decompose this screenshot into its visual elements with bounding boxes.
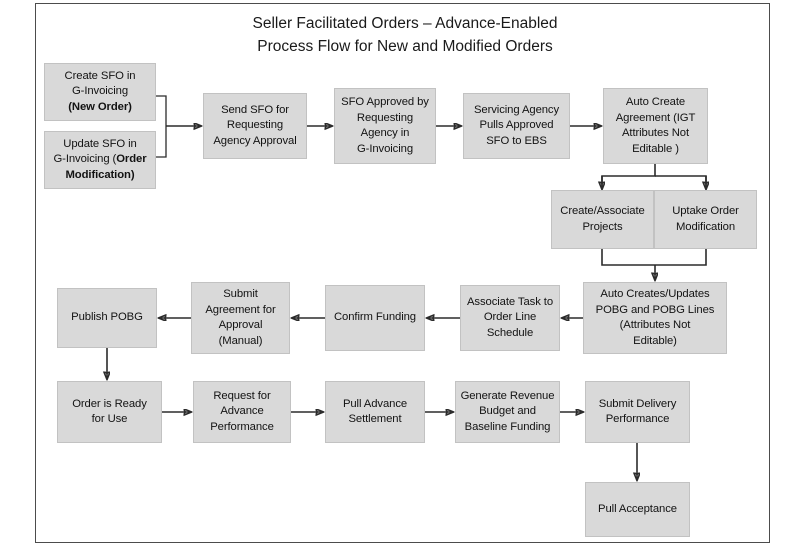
page-title: Seller Facilitated Orders – Advance-Enab… [60,12,750,58]
node-label: Pull Acceptance [598,502,677,515]
page-title-line-1: Seller Facilitated Orders – Advance-Enab… [252,15,558,32]
node-label: Publish POBG [71,311,143,324]
node-pull-acceptance[interactable]: Pull Acceptance [585,482,690,537]
node-confirm-funding[interactable]: Confirm Funding [325,285,425,351]
node-label: Confirm Funding [333,311,416,324]
page-title-line-2: Process Flow for New and Modified Orders [257,38,553,55]
node-publish-pobg[interactable]: Publish POBG [57,288,157,348]
